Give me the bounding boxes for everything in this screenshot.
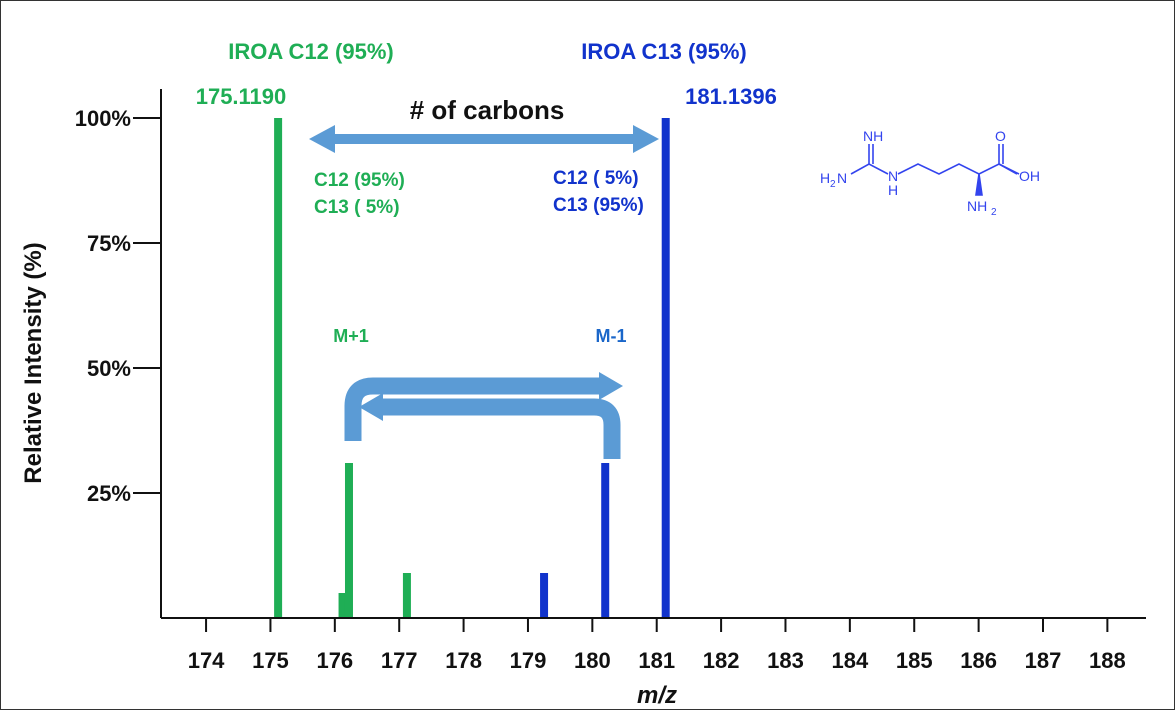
c12-peak-bar: [402, 573, 411, 618]
atom-h2n-n: N: [837, 170, 847, 186]
x-axis-ticks: 174 175 176 177 178 179 180 181 182 183 184 185 186 1…: [188, 618, 1126, 673]
x-tick-label: 180: [574, 648, 611, 673]
arrow-m-plus-1-to-m-minus-1: [344, 377, 601, 441]
x-tick-label: 186: [960, 648, 997, 673]
arrow-head-right: [599, 372, 623, 400]
y-tick-label: 25%: [87, 481, 131, 506]
x-tick-label: 183: [767, 648, 804, 673]
x-tick-label: 188: [1089, 648, 1126, 673]
x-tick-label: 185: [896, 648, 933, 673]
atom-nh2: NH: [967, 198, 987, 214]
x-tick-label: 179: [510, 648, 547, 673]
isotope-exchange-arrows: [344, 372, 623, 459]
c13-peak-bar: [661, 118, 670, 618]
x-tick-label: 181: [638, 648, 675, 673]
carbons-double-arrow: [309, 125, 659, 153]
series-title-c12: IROA C12 (95%): [228, 39, 393, 64]
c12-composition-line2: C13 ( 5%): [314, 197, 400, 218]
x-tick-label: 175: [252, 648, 289, 673]
atom-oh: OH: [1019, 168, 1040, 184]
arginine-atom-labels: NH H 2 N N H O OH NH 2: [820, 128, 1040, 218]
x-tick-label: 174: [188, 648, 225, 673]
c13-peak-bar: [540, 573, 549, 618]
c12-peak-bar: [274, 118, 283, 618]
x-tick-label: 187: [1025, 648, 1062, 673]
x-tick-label: 178: [445, 648, 482, 673]
arginine-structure: [850, 144, 1020, 196]
atom-h2n-h: H: [820, 170, 830, 186]
x-tick-label: 182: [703, 648, 740, 673]
carbons-label: # of carbons: [410, 95, 565, 125]
y-axis-ticks: 25% 50% 75% 100%: [75, 106, 161, 506]
x-tick-label: 177: [381, 648, 418, 673]
c13-composition-line1: C12 ( 5%): [553, 168, 639, 189]
y-tick-label: 50%: [87, 356, 131, 381]
x-tick-label: 176: [316, 648, 353, 673]
y-tick-label: 75%: [87, 231, 131, 256]
c13-composition-line2: C13 (95%): [553, 195, 644, 216]
peak-label-c12: 175.1190: [196, 84, 287, 109]
atom-h2n-sub: 2: [830, 179, 836, 190]
m-minus-1-label: M-1: [596, 326, 627, 346]
atom-nh: NH: [863, 128, 883, 144]
c13-peak-bar: [601, 463, 610, 618]
x-tick-label: 184: [831, 648, 868, 673]
atom-n: N: [888, 168, 898, 184]
atom-nh2-sub: 2: [991, 207, 997, 218]
m-plus-1-label: M+1: [333, 326, 369, 346]
y-tick-label: 100%: [75, 106, 131, 131]
c12-peak-bar: [344, 463, 353, 618]
spectrum-peaks: [274, 118, 670, 618]
series-title-c13: IROA C13 (95%): [581, 39, 746, 64]
x-axis-label: m/z: [637, 682, 677, 709]
atom-n-h: H: [888, 182, 898, 198]
peak-label-c13: 181.1396: [685, 84, 777, 109]
c12-composition-line1: C12 (95%): [314, 170, 405, 191]
c12-peak-bar: [338, 593, 347, 618]
y-axis-label: Relative Intensity (%): [20, 242, 47, 483]
arrow-head-left: [359, 393, 383, 421]
arrow-m-minus-1-to-m-plus-1: [381, 398, 621, 459]
atom-o: O: [995, 128, 1006, 144]
